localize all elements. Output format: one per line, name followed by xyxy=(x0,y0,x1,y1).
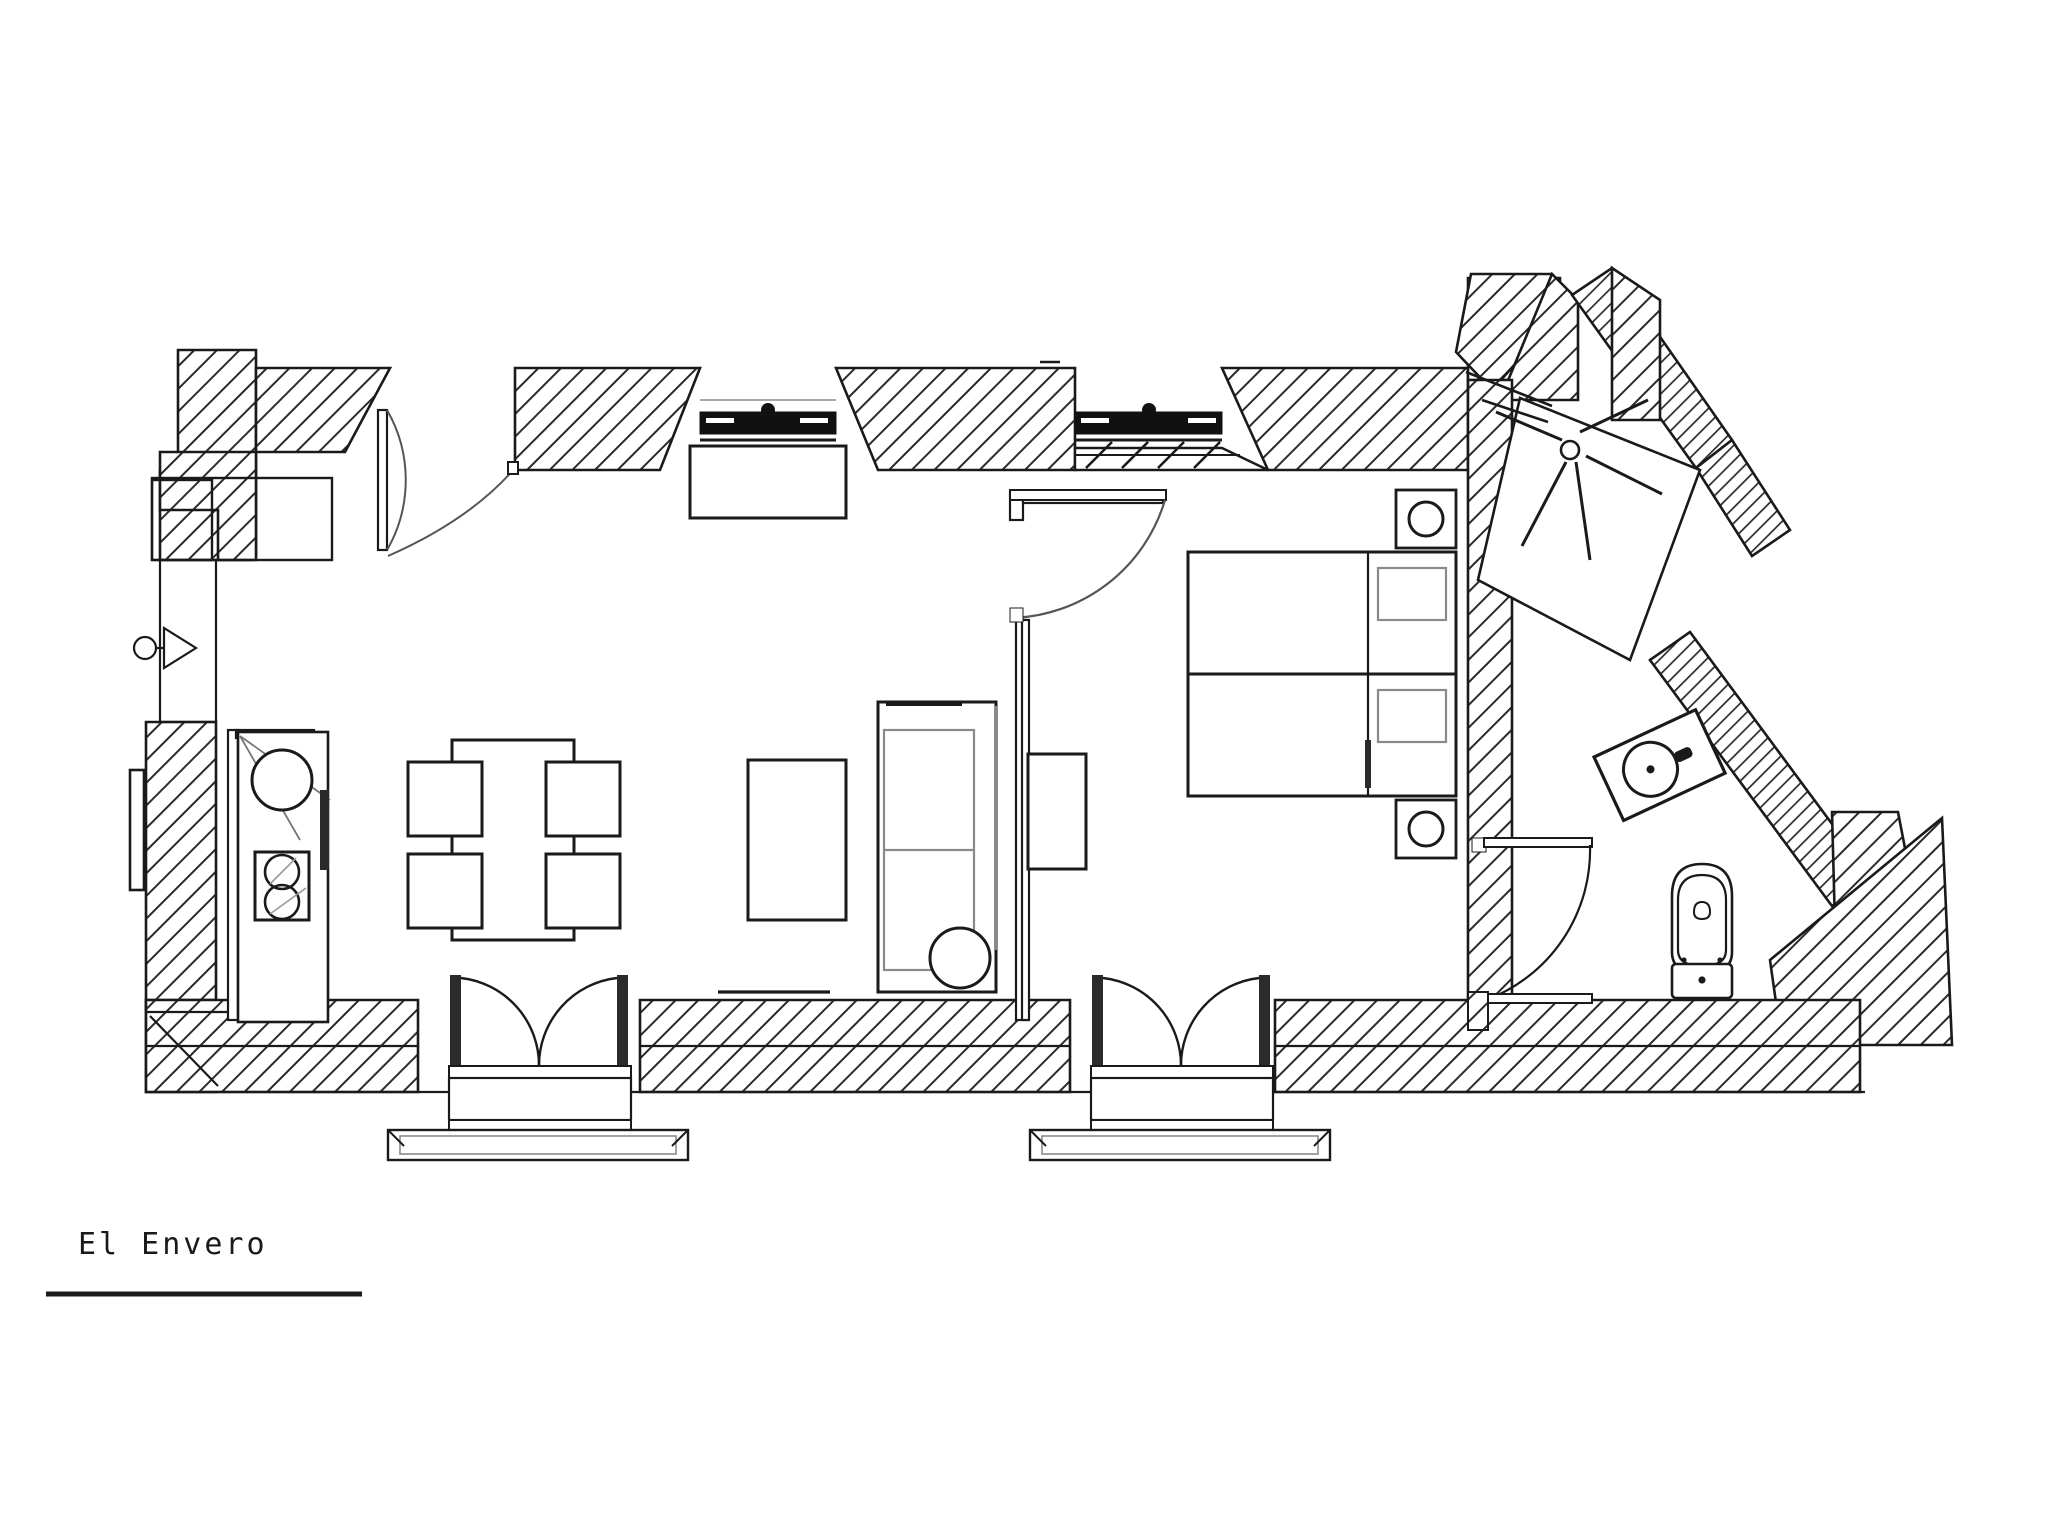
page-title: El Envero xyxy=(78,1227,268,1262)
shower-tray xyxy=(1465,370,1702,662)
coffee-table xyxy=(746,758,848,922)
direction-marker-icon xyxy=(132,626,199,670)
pillow xyxy=(1376,566,1448,622)
entry-lobby-boxes xyxy=(150,476,334,562)
wall-north-seg-b xyxy=(513,366,702,472)
single-bed xyxy=(1186,672,1458,798)
dining-chair xyxy=(406,760,484,838)
dining-chair xyxy=(544,852,622,930)
south-wall-outlines xyxy=(146,1044,1865,1094)
sofa-two-seat xyxy=(876,700,998,994)
washbasin xyxy=(1591,707,1728,823)
shower-slope-lines xyxy=(1495,398,1663,561)
nightstand-with-lamp xyxy=(1394,798,1458,860)
toilet-wc xyxy=(1670,862,1734,1000)
wall-bath-diag-right xyxy=(1694,438,1792,558)
kitchen-tall-unit xyxy=(320,790,329,870)
kitchen-sink-icon xyxy=(250,748,314,812)
french-door-right[interactable] xyxy=(1089,975,1275,1131)
window-north-2[interactable] xyxy=(1073,403,1269,472)
corner-mark-southwest xyxy=(146,1010,230,1087)
door-hall[interactable] xyxy=(387,461,519,557)
door-bedroom[interactable] xyxy=(1009,489,1167,623)
wall-bath-right-top xyxy=(1610,265,1662,422)
shower-drain-icon xyxy=(1559,439,1581,461)
window-north-1[interactable] xyxy=(688,399,848,520)
faucet-icon xyxy=(1674,747,1693,763)
dining-chair xyxy=(544,760,622,838)
wall-north-seg-c xyxy=(834,366,1077,472)
door-entry[interactable] xyxy=(376,408,407,552)
wall-north-seg-a xyxy=(254,366,393,454)
terrace-step-right xyxy=(1028,1128,1332,1162)
entry-wall-lines xyxy=(158,560,218,724)
pillow xyxy=(1376,688,1448,744)
kitchen-cooktop-icon xyxy=(253,850,311,922)
nightstand-with-lamp xyxy=(1394,488,1458,550)
round-side-table xyxy=(928,926,992,990)
wall-bath-angle-b xyxy=(1498,271,1580,402)
single-bed xyxy=(1186,550,1458,676)
terrace-step-left xyxy=(386,1128,690,1162)
wall-west-main xyxy=(144,720,218,1012)
partition-kitchen-right xyxy=(226,728,240,1022)
dining-chair xyxy=(406,852,484,930)
door-bathroom[interactable] xyxy=(1467,837,1593,1031)
window-west[interactable] xyxy=(128,768,146,892)
tv-unit xyxy=(1026,752,1088,871)
